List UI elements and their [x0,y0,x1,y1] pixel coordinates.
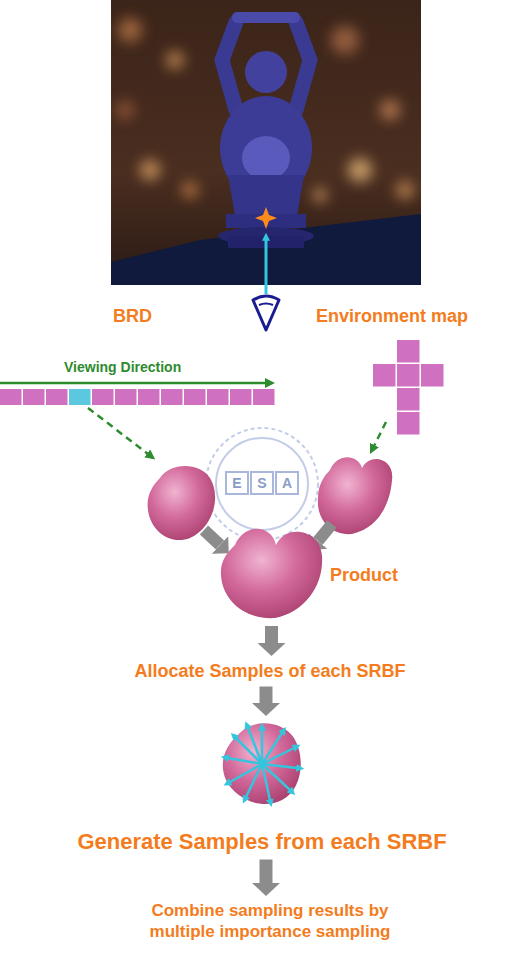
flow-arrow [260,687,273,704]
drawing-part [348,158,372,182]
axis-label: Viewing Direction [64,359,181,375]
product-lobe [221,529,322,618]
drawing-part [46,389,68,405]
merge-arrow [204,530,220,545]
view-ray [265,240,268,294]
sampling-lobe [223,723,301,804]
drawing-part [166,51,184,69]
drawing-part [182,182,198,198]
drawing-part [373,364,396,387]
drawing-part [230,764,262,782]
drawing-part [331,26,359,54]
drawing-part [207,389,229,405]
drawing-part [262,748,294,764]
sample-point-star [255,207,277,229]
drawing-part [140,160,160,180]
drawing-part [251,472,273,494]
flow-step: Generate Samples from each SRBF [222,720,302,806]
step-label: Generate Samples from each SRBF [77,828,446,856]
drawing-part [397,412,420,435]
drawing-part [116,18,414,202]
drawing-part [161,389,183,405]
drawing-part [118,18,142,42]
flow-arrow [260,860,273,884]
drawing-part [184,389,206,405]
drawing-part [262,764,270,800]
drawing-part [92,389,114,405]
drawing-part [226,472,248,494]
dashed-arrow [88,408,148,454]
watermark-letter: S [254,475,270,491]
section-label: Environment map [316,306,468,327]
drawing-part [253,296,279,330]
dashed-arrow [374,422,386,446]
sample-rays [228,728,297,800]
drawing-part [206,428,318,540]
drawing-part [276,472,298,494]
drawing-part [421,364,444,387]
drawing-part [116,101,134,119]
viewing-direction-arrow [0,382,266,385]
flow-step: Product [220,524,326,622]
drawing-part [230,389,252,405]
watermark-letter: A [279,475,295,491]
flow-arrow [265,626,278,643]
drawing-part [253,389,275,405]
drawing-part [0,389,22,405]
drawing-part [397,364,420,387]
drawing-part [259,304,273,306]
eye-symbol [253,296,279,330]
drawing-part [138,389,160,405]
drawing-part [396,181,414,199]
drawing-part [380,100,400,120]
drawing-part [245,51,287,93]
environment-cube-map [373,340,444,435]
drawing-part [397,340,420,363]
drawing-part [115,389,137,405]
step-label: Product [330,564,398,587]
drawing-part [222,22,236,110]
drawing-part [242,136,290,180]
drawing-part [23,389,45,405]
step-label: Combine sampling results by multiple imp… [125,900,415,943]
watermark-letter: E [229,475,245,491]
drawing-part [232,12,300,23]
drawing-part [216,438,308,530]
drawing-part [397,388,420,411]
drawing-part [313,188,327,202]
drawing-part [248,728,262,764]
brdf-slice-row [0,389,275,405]
drawing-part [69,389,91,405]
step-label: Allocate Samples of each SRBF [110,660,430,683]
watermark-logo [206,428,318,540]
merge-arrow [318,524,332,541]
flow-step: Combine sampling results by multiple imp… [125,900,415,943]
flow-step: Allocate Samples of each SRBF [110,660,430,683]
section-label: BRD [113,306,152,327]
drawing-part [296,22,310,110]
